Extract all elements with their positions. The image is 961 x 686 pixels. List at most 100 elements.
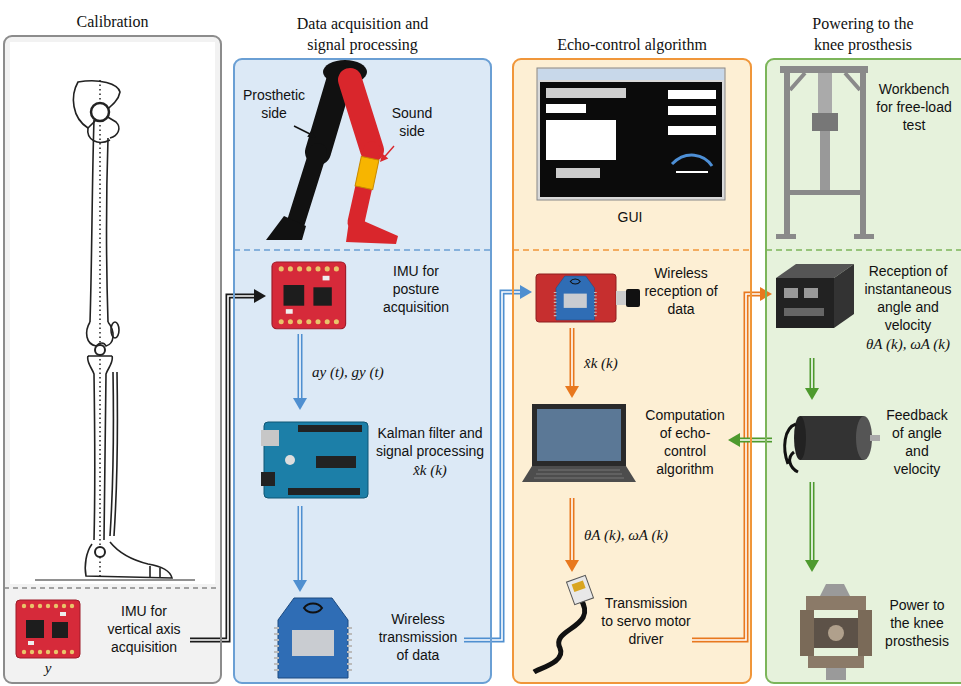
connector-arrow (464, 285, 532, 640)
gui-screenshot-part (668, 90, 716, 99)
text-column: Reception of instantaneous angle and vel… (858, 262, 958, 354)
section-dividers (4, 250, 961, 588)
xbee-receiver (536, 274, 640, 322)
servo-motor-part (800, 416, 864, 460)
servo-motor-part (785, 424, 798, 472)
workbench-figure-part-part (860, 70, 866, 238)
gait-figure-part (266, 216, 306, 240)
label-box: y (38, 658, 58, 678)
text-column: Wireless reception of data (644, 264, 718, 318)
signal-label: θA (k), ωA (k) (584, 525, 668, 545)
connector-arrow (565, 498, 579, 572)
servo-motor-part (794, 416, 806, 460)
gui-screenshot-part (668, 126, 716, 135)
arrow-head (293, 580, 307, 592)
xbee-receiver-part (554, 276, 597, 320)
servo-motor-part (870, 435, 880, 441)
calibration-backdrop-part (10, 42, 215, 584)
skeleton-figure-part (90, 120, 108, 322)
gui-screenshot-part (546, 88, 626, 98)
motor-driver (776, 264, 854, 328)
gait-figure-part (350, 80, 372, 150)
step-text: Feedback of angle and velocity (882, 406, 952, 478)
connector-arrow (565, 328, 579, 398)
leader-lines-part (384, 146, 394, 158)
connector-arrow (293, 506, 307, 592)
connector-line (570, 498, 575, 562)
skeleton-figure-part (88, 128, 110, 142)
leader-lines-part (380, 153, 388, 162)
signal-label: ay (t), gy (t) (312, 362, 384, 382)
heading-wrap: Data acquisition and signal processing (233, 13, 492, 55)
skeleton-figure-part (95, 547, 105, 557)
panel-grounds (3, 35, 961, 684)
workbench-figure-part (812, 113, 838, 131)
connector-arrow (293, 334, 307, 410)
servo-motor (785, 416, 880, 472)
skeleton-figure-part (106, 116, 119, 138)
xbee-receiver-part (616, 291, 626, 305)
laptop-icon-part (537, 409, 621, 461)
step-node: Wireless reception of data (532, 258, 718, 328)
arduino-board-part (264, 422, 368, 498)
xbee-receiver-part (536, 274, 616, 322)
skeleton-figure-part (150, 566, 160, 577)
gui-screenshot-part (546, 104, 586, 113)
xbee-module (274, 598, 352, 678)
connector-line (810, 482, 815, 562)
arduino-board-part (285, 455, 295, 465)
ethernet-cable (534, 575, 594, 672)
arduino-board (261, 422, 368, 498)
knee-prosthesis-part (814, 618, 858, 648)
skeleton-figure-part (85, 542, 172, 578)
text-column: IMU for posture acquisition (376, 262, 456, 316)
arduino-board-part (288, 488, 360, 495)
step-text: IMU for posture acquisition (376, 262, 456, 316)
motor-driver-part (776, 278, 834, 328)
label-box: Prosthetic side (234, 86, 314, 122)
step-text: Wireless reception of data (644, 264, 718, 318)
gait-figure-part (346, 214, 398, 244)
text-column: Wireless transmission of data (372, 610, 464, 664)
figure-label: Sound side (384, 104, 440, 140)
gui-screenshot-part (672, 155, 712, 166)
skeleton-figure-part (110, 372, 117, 536)
laptop-icon-part (532, 404, 626, 466)
skeleton-figure-part (99, 80, 101, 578)
label-box: Sound side (384, 104, 440, 140)
text-column: Feedback of angle and velocity (882, 406, 952, 478)
skeleton-figure (35, 80, 195, 580)
skeleton-figure-part (111, 322, 119, 338)
section-dividers-part (234, 249, 491, 251)
connector-line (298, 506, 303, 582)
arrow-head (565, 386, 579, 398)
workbench-figure-part (818, 73, 832, 113)
arduino-board-part (298, 425, 362, 432)
step-node: IMU for vertical axis acquisition (10, 600, 190, 660)
heading-wrap: Powering to the knee prosthesis (765, 13, 961, 55)
knee-prosthesis (800, 584, 872, 680)
gui-screenshot-part (538, 69, 724, 80)
panel-heading: Calibration (77, 11, 149, 32)
stage-panel: Echo-control algorithmWireless reception… (512, 58, 752, 684)
leader-lines-part (307, 130, 316, 138)
gui-screenshot-part (676, 171, 708, 173)
connector-line (298, 334, 303, 400)
step-node: Wireless transmission of data (266, 592, 464, 678)
panel-grounds-part (233, 58, 492, 684)
knee-prosthesis-part (808, 656, 864, 668)
knee-prosthesis-part (858, 610, 872, 656)
signal-label: x̂k (k) (584, 353, 618, 373)
stage-panel: CalibrationIMU for vertical axis acquisi… (3, 35, 222, 684)
laptop-icon (522, 404, 636, 482)
edge-label-box: θA (k), ωA (k) (584, 525, 668, 545)
panel-heading: Data acquisition and signal processing (283, 13, 443, 55)
connector-arrow (805, 482, 819, 572)
servo-motor-part (856, 416, 872, 460)
motor-driver-part (784, 288, 798, 298)
arrow-head (805, 388, 819, 400)
workbench-figure-part-part (776, 234, 796, 239)
panel-grounds-part (3, 35, 222, 684)
